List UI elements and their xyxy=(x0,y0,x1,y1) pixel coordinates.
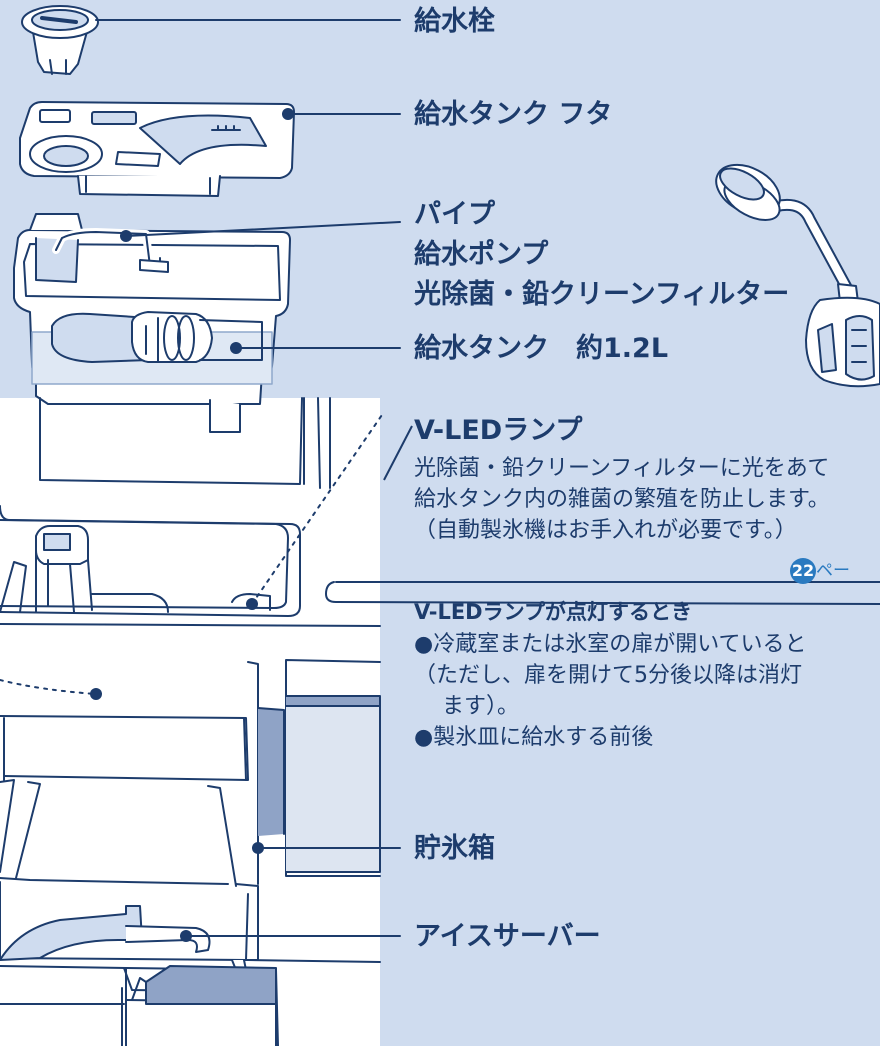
led-on-item-4: ●製氷皿に給水する前後 xyxy=(414,725,654,750)
ice-box-illustration xyxy=(0,659,381,1046)
led-description-line-3: （自動製氷機はお手入れが必要です。） xyxy=(414,518,797,543)
water-tank-illustration xyxy=(13,213,291,433)
water-plug-illustration xyxy=(21,5,99,75)
ice-maker-compartment xyxy=(0,397,880,627)
led-on-heading: V-LEDランプが点灯するとき xyxy=(414,600,692,624)
label-pump: 給水ポンプ xyxy=(414,239,549,270)
label-ice-box: 貯氷箱 xyxy=(414,833,495,864)
label-pipe: パイプ xyxy=(414,199,495,230)
filter-illustration xyxy=(715,163,880,388)
tank-lid-illustration xyxy=(19,101,295,197)
label-led-lamp: V-LEDランプ xyxy=(414,415,583,446)
page-number-badge: 22 xyxy=(790,558,816,584)
led-description-line-2: 給水タンク内の雑菌の繁殖を防止します。 xyxy=(414,487,830,512)
led-on-item-2: （ただし、扉を開けて5分後以降は消灯 xyxy=(414,663,802,688)
led-description-line-1: 光除菌・鉛クリーンフィルターに光をあて xyxy=(414,456,830,481)
led-on-item-1: ●冷蔵室または氷室の扉が開いていると xyxy=(414,632,807,657)
led-on-item-3: ます）。 xyxy=(442,694,520,719)
label-tank: 給水タンク 約1.2L xyxy=(414,333,669,364)
label-water-plug: 給水栓 xyxy=(414,6,495,37)
label-filter: 光除菌・鉛クリーンフィルター xyxy=(414,279,790,310)
label-tank-lid: 給水タンク フタ xyxy=(414,99,613,130)
label-ice-server: アイスサーバー xyxy=(414,921,601,952)
page-reference-suffix: ペー xyxy=(816,561,850,581)
